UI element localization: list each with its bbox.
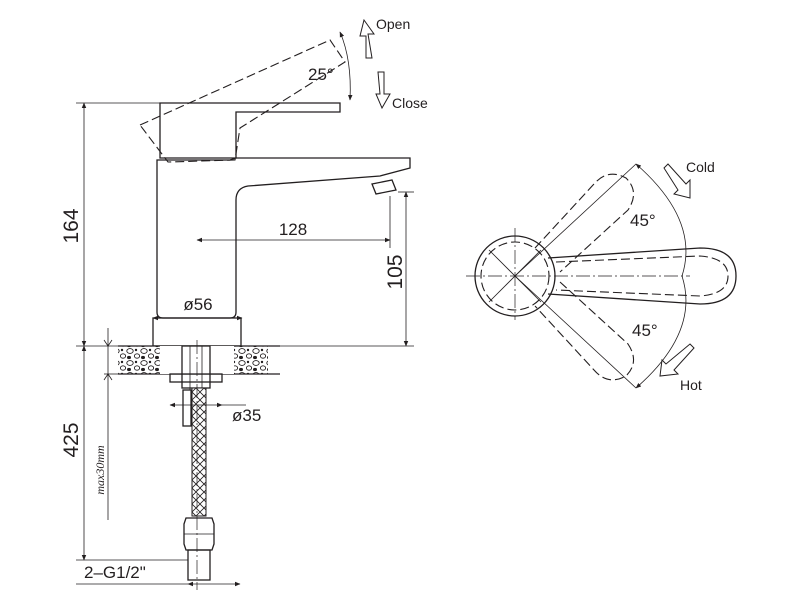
close-label: Close	[392, 95, 428, 111]
handle-cold-position	[534, 173, 635, 273]
hot-label: Hot	[680, 377, 702, 393]
side-view: 164 425 max30mm 128 105 ø56 ø35 2–G1/2"	[60, 16, 428, 590]
open-arrow-icon	[359, 18, 375, 59]
cold-angle-label: 45°	[630, 211, 656, 230]
aerator	[371, 179, 397, 195]
handle-center-position	[547, 247, 737, 305]
handle-closed	[159, 102, 341, 159]
handle-angle-label: 25°	[308, 65, 334, 84]
open-label: Open	[376, 16, 410, 32]
rotation-arc	[635, 163, 687, 389]
dim-base-diameter-label: ø56	[183, 295, 212, 314]
dim-spout-height-label: 105	[384, 254, 407, 289]
braided-hose	[191, 387, 207, 517]
dim-spout-reach-label: 128	[279, 220, 307, 239]
dim-connection-label: 2–G1/2"	[84, 563, 146, 582]
top-view: 45° 45° Cold Hot	[466, 159, 737, 393]
handle-open-outline	[139, 39, 346, 163]
dim-hose-length-label: 425	[60, 422, 83, 457]
base-circle	[474, 235, 556, 317]
dim-shank-diameter-label: ø35	[232, 406, 261, 425]
dim-height-label: 164	[60, 208, 83, 243]
dim-max-thickness-label: max30mm	[93, 445, 107, 495]
mounting-bolt	[182, 389, 192, 427]
cold-label: Cold	[686, 159, 715, 175]
open-angle-arc	[339, 31, 353, 101]
close-arrow-icon	[375, 71, 391, 110]
hot-angle-label: 45°	[632, 321, 658, 340]
cold-arrow-icon	[663, 163, 691, 199]
hose-fitting	[183, 517, 215, 551]
hot-arrow-icon	[659, 343, 695, 377]
